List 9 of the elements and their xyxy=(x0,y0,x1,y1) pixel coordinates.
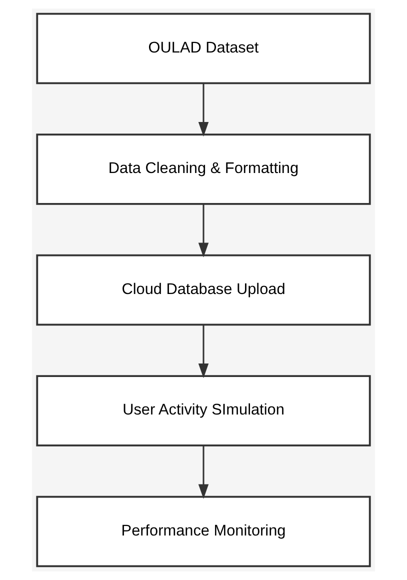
node-box: User Activity SImulation xyxy=(36,375,371,446)
node-box: Performance Monitoring xyxy=(36,496,371,568)
node-box: OULAD Dataset xyxy=(36,12,371,84)
arrow xyxy=(198,324,209,378)
arrow xyxy=(198,204,209,258)
arrow xyxy=(198,446,209,499)
node-box: Cloud Database Upload xyxy=(36,254,371,326)
arrow xyxy=(198,83,209,137)
node-box: Data Cleaning & Formatting xyxy=(36,134,371,205)
